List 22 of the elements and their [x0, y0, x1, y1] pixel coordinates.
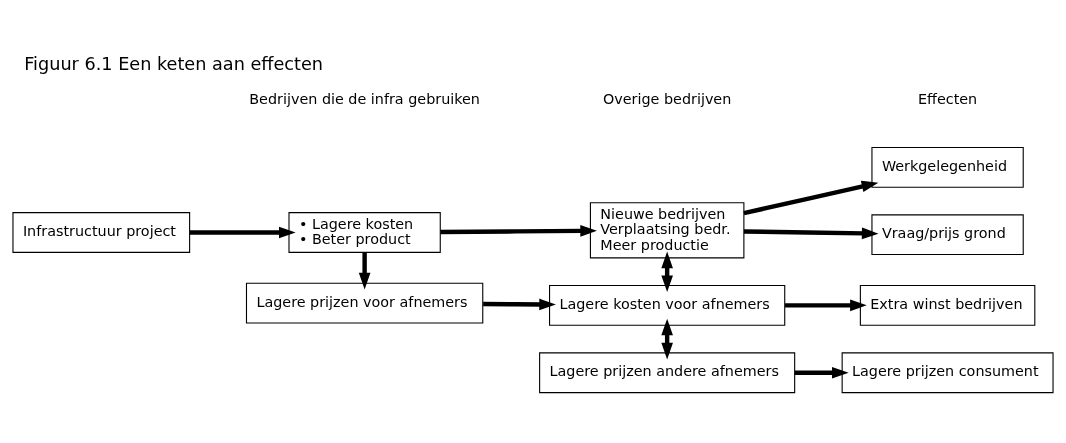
node-box: Infrastructuur project — [12, 211, 191, 253]
node-box: Werkgelegenheid — [871, 146, 1024, 188]
arrow — [743, 227, 879, 239]
arrow — [189, 226, 296, 238]
node-box: Nieuwe bedrijven Verplaatsing bedr. Meer productie — [589, 201, 745, 258]
label: Effecten — [917, 90, 978, 107]
node-box: Lagere prijzen andere afnemers — [539, 351, 796, 393]
node-box: • Lagere kosten • Beter product — [288, 211, 441, 253]
node-box: Extra winst bedrijven — [859, 284, 1036, 326]
node-box: Lagere prijzen voor afnemers — [245, 282, 484, 324]
arrow — [785, 299, 867, 311]
node-box: Lagere kosten voor afnemers — [549, 284, 786, 326]
node-box: Vraag/prijs grond — [871, 213, 1024, 255]
label: Bedrijven die de infra gebruiken — [249, 90, 480, 107]
arrow — [483, 298, 556, 310]
diagram-title: Figuur 6.1 Een keten aan effecten — [24, 53, 324, 74]
arrow — [794, 366, 849, 379]
arrow — [440, 224, 597, 237]
arrow — [743, 180, 879, 215]
arrow — [358, 252, 371, 289]
node-box: Lagere prijzen consument — [841, 351, 1054, 393]
label: Overige bedrijven — [603, 90, 732, 107]
